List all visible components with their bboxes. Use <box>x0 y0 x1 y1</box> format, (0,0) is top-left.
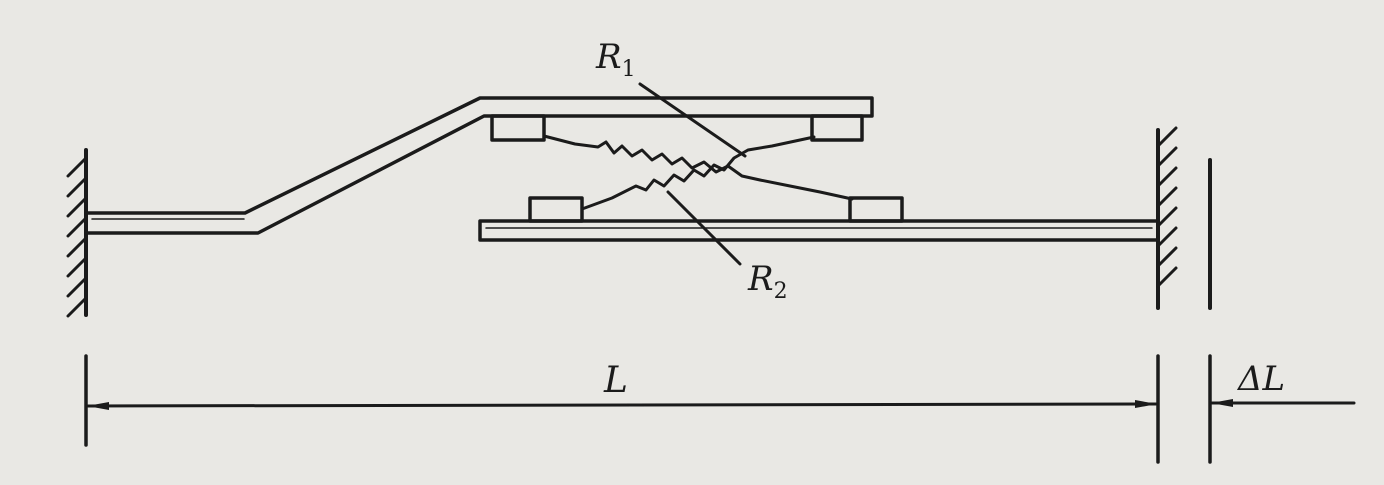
right-wall <box>1156 126 1178 310</box>
label-r1: R1 <box>595 37 636 82</box>
lower-block-left <box>528 196 584 223</box>
left-wall <box>66 148 88 318</box>
strain-wire-r1 <box>542 134 854 201</box>
lower-bar <box>478 219 1160 242</box>
label-delta-length: ΔL <box>1236 359 1285 399</box>
upper-block-left <box>490 114 546 142</box>
leader-line-r1 <box>638 82 747 158</box>
length-dimension-line <box>86 400 1158 410</box>
label-r2: R2 <box>747 259 788 304</box>
leader-line-r2 <box>666 190 742 266</box>
lower-block-right <box>848 196 904 223</box>
upper-block-right <box>810 114 864 142</box>
label-length: L <box>603 360 628 401</box>
strain-wire-r2 <box>580 135 816 211</box>
upper-bar <box>84 96 874 235</box>
